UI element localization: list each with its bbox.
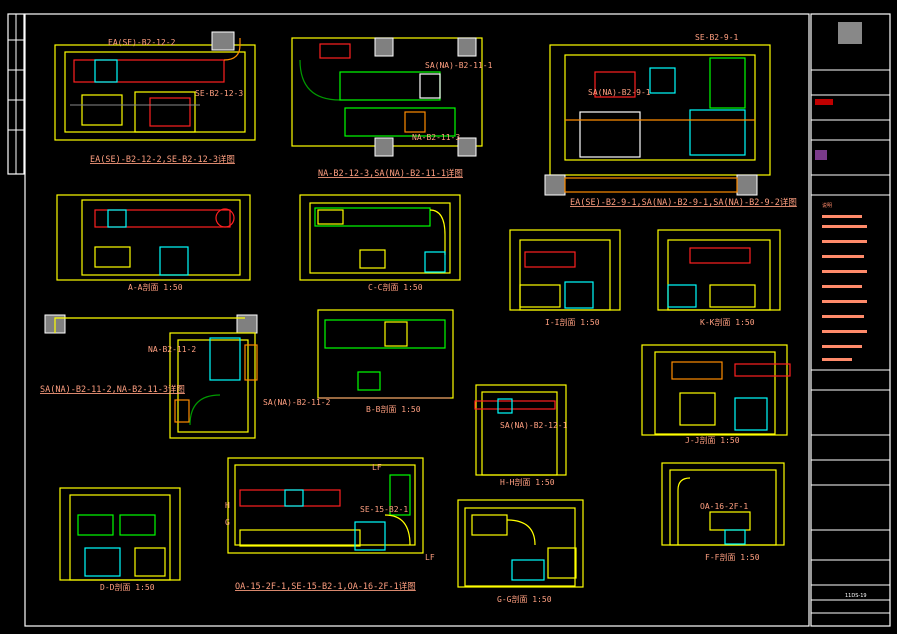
drawing-frame [24, 13, 810, 627]
section-label: G-G剖面 1:50 [497, 594, 552, 604]
section-mark: LF [372, 463, 382, 472]
view-title: NA-B2-12-3,SA(NA)-B2-11-1详图 [318, 168, 463, 179]
view-title: SA(NA)-B2-11-2,NA-B2-11-3详图 [40, 384, 185, 395]
view-title: EA(SE)-B2-12-2,SE-B2-12-3详图 [90, 154, 235, 165]
view-oa-15-2f [227, 457, 424, 554]
view-section-c [299, 194, 461, 281]
equipment-tag: SE-B2-12-3 [195, 89, 243, 98]
view-ea-se-b2-9 [544, 44, 771, 196]
view-section-h [474, 384, 567, 476]
equipment-tag: SA(NA)-B2-9-1 [588, 88, 651, 97]
section-label: A-A剖面 1:50 [128, 282, 183, 292]
view-section-k [657, 229, 781, 311]
view-na-b2-12 [291, 37, 483, 157]
section-label: B-B剖面 1:50 [366, 404, 421, 414]
view-title: EA(SE)-B2-9-1,SA(NA)-B2-9-1,SA(NA)-B2-9-… [570, 197, 797, 208]
section-mark: G [225, 518, 230, 527]
equipment-tag: SA(NA)-B2-11-2 [263, 398, 331, 407]
section-label: J-J剖面 1:50 [685, 435, 740, 445]
view-section-d [59, 487, 181, 581]
equipment-tag: SA(NA)-B2-12-1 [500, 421, 568, 430]
notes-heading: 说明 [822, 202, 832, 209]
section-label: C-C剖面 1:50 [368, 282, 423, 292]
equipment-tag: SA(NA)-B2-11-1 [425, 61, 493, 70]
equipment-tag: SE-B2-9-1 [695, 33, 739, 42]
view-section-f [661, 462, 785, 546]
section-label: H-H剖面 1:50 [500, 477, 555, 487]
view-section-g [457, 499, 584, 588]
section-label: F-F剖面 1:50 [705, 552, 760, 562]
view-ea-se-b2-12 [54, 31, 256, 141]
equipment-tag: EA(SE)-B2-12-2 [108, 38, 176, 47]
equipment-tag: NA-B2-11-2 [148, 345, 196, 354]
view-sa-na-b2-11 [44, 314, 258, 439]
view-section-a [56, 194, 251, 281]
equipment-tag: NA-B2-11-3 [412, 133, 460, 142]
drawing-number: 11DS-19 [845, 593, 867, 599]
section-mark: LF [425, 553, 435, 562]
equipment-tag: SE-15-B2-1 [360, 505, 408, 514]
title-block-content [811, 22, 890, 614]
view-section-j [641, 344, 791, 436]
view-section-i [509, 229, 621, 311]
left-strip-cells [8, 14, 24, 174]
title-block [810, 13, 891, 627]
section-label: K-K剖面 1:50 [700, 317, 755, 327]
section-label: I-I剖面 1:50 [545, 317, 600, 327]
view-section-b [317, 309, 454, 399]
equipment-tag: OA-16-2F-1 [700, 502, 748, 511]
view-title: OA-15-2F-1,SE-15-B2-1,OA-16-2F-1详图 [235, 581, 416, 592]
section-label: D-D剖面 1:50 [100, 582, 155, 592]
section-mark: H [225, 501, 230, 510]
